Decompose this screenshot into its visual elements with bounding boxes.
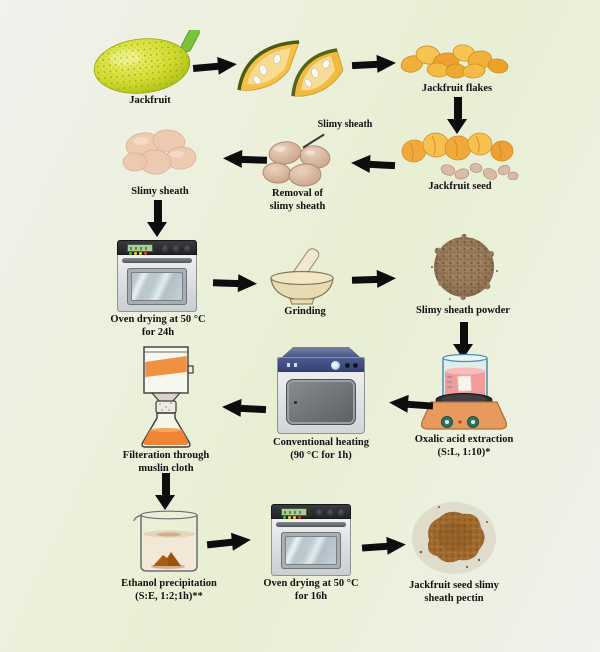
oven-knob — [316, 508, 324, 517]
jackfruit-flakes-icon — [400, 44, 509, 79]
slimy-sheath-callout: Slimy sheath — [317, 119, 373, 130]
arrow-jackfruit-to-slices — [192, 55, 238, 78]
jackfruit-label: Jackfruit — [129, 95, 171, 106]
peeled-seeds-icon — [262, 141, 331, 187]
slimy-sheath-icon — [122, 129, 197, 175]
arrow-oven-to-pectin — [361, 535, 407, 557]
arrow-sheath-to-oven — [147, 200, 168, 238]
precipitation-beaker-icon — [133, 510, 198, 572]
heating-label: Conventional heating (90 °C for 1h) — [273, 437, 369, 461]
seed-label: Jackfruit seed — [428, 181, 492, 192]
oven-indicator-lights — [129, 252, 132, 255]
arrow-slices-to-flakes — [351, 53, 398, 75]
ethanol-label: Ethanol precipitation (S:E, 1:2;1h)** — [121, 578, 217, 602]
arrow-oven-to-grinding — [212, 273, 259, 294]
oven-control-panel — [271, 504, 351, 519]
jackfruit-slices-icon — [237, 40, 344, 97]
arrow-grinding-to-powder — [351, 269, 398, 290]
oven-window — [127, 268, 187, 305]
mortar-pestle-icon — [270, 248, 334, 305]
oven16-label: Oven drying at 50 °C for 16h — [263, 578, 359, 602]
oven-knob — [184, 244, 192, 253]
arrow-heating-to-filtration — [221, 397, 267, 419]
arrow-oxalic-to-heating — [387, 393, 434, 415]
oven-handle — [276, 522, 346, 527]
arrow-ethanol-to-oven — [206, 530, 253, 555]
arrow-removal-to-sheath — [222, 149, 268, 170]
oven-control-panel — [117, 240, 197, 255]
flakes-label: Jackfruit flakes — [421, 83, 493, 94]
oven-display — [127, 244, 153, 252]
oven-handle — [122, 258, 192, 263]
oven-window — [281, 532, 341, 569]
heating-chamber-front — [277, 357, 365, 434]
oven-knob — [173, 244, 181, 253]
heating-door — [286, 379, 356, 425]
oven-display — [281, 508, 307, 516]
hotplate-beaker-icon — [420, 353, 508, 430]
oven-knob — [162, 244, 170, 253]
sheath-label: Slimy sheath — [131, 186, 189, 197]
grinding-label: Grinding — [284, 306, 326, 317]
filtration-flask-icon — [141, 346, 194, 448]
oxalic-label: Oxalic acid extraction (S:L, 1:10)* — [414, 434, 514, 458]
oven-body — [117, 255, 197, 312]
oven-icon — [117, 240, 197, 312]
heating-chamber-top — [281, 347, 361, 358]
arrow-seed-to-removal — [350, 153, 396, 175]
powder-icon — [431, 233, 498, 301]
oven-body — [271, 519, 351, 576]
arrow-filtration-to-ethanol — [155, 473, 176, 511]
oven-knob — [338, 508, 346, 517]
oven-indicator-lights — [283, 516, 286, 519]
powder-label: Slimy sheath powder — [416, 305, 510, 316]
pectin-label: Jackfruit seed slimy sheath pectin — [409, 580, 499, 604]
heating-dial — [331, 360, 340, 370]
oven-knob — [327, 508, 335, 517]
heating-chamber-icon — [275, 347, 367, 437]
removal-label: Removal of slimy sheath — [269, 188, 326, 212]
pectin-powder-icon — [412, 502, 496, 574]
oven-icon — [271, 504, 351, 576]
heating-control-band — [278, 358, 364, 372]
oven24-label: Oven drying at 50 °C for 24h — [110, 314, 206, 338]
arrow-flakes-to-seed — [447, 97, 468, 135]
jackfruit-icon — [93, 30, 200, 94]
filtration-label: Filteration through muslin cloth — [122, 450, 210, 474]
jackfruit-seed-icon — [401, 132, 519, 180]
